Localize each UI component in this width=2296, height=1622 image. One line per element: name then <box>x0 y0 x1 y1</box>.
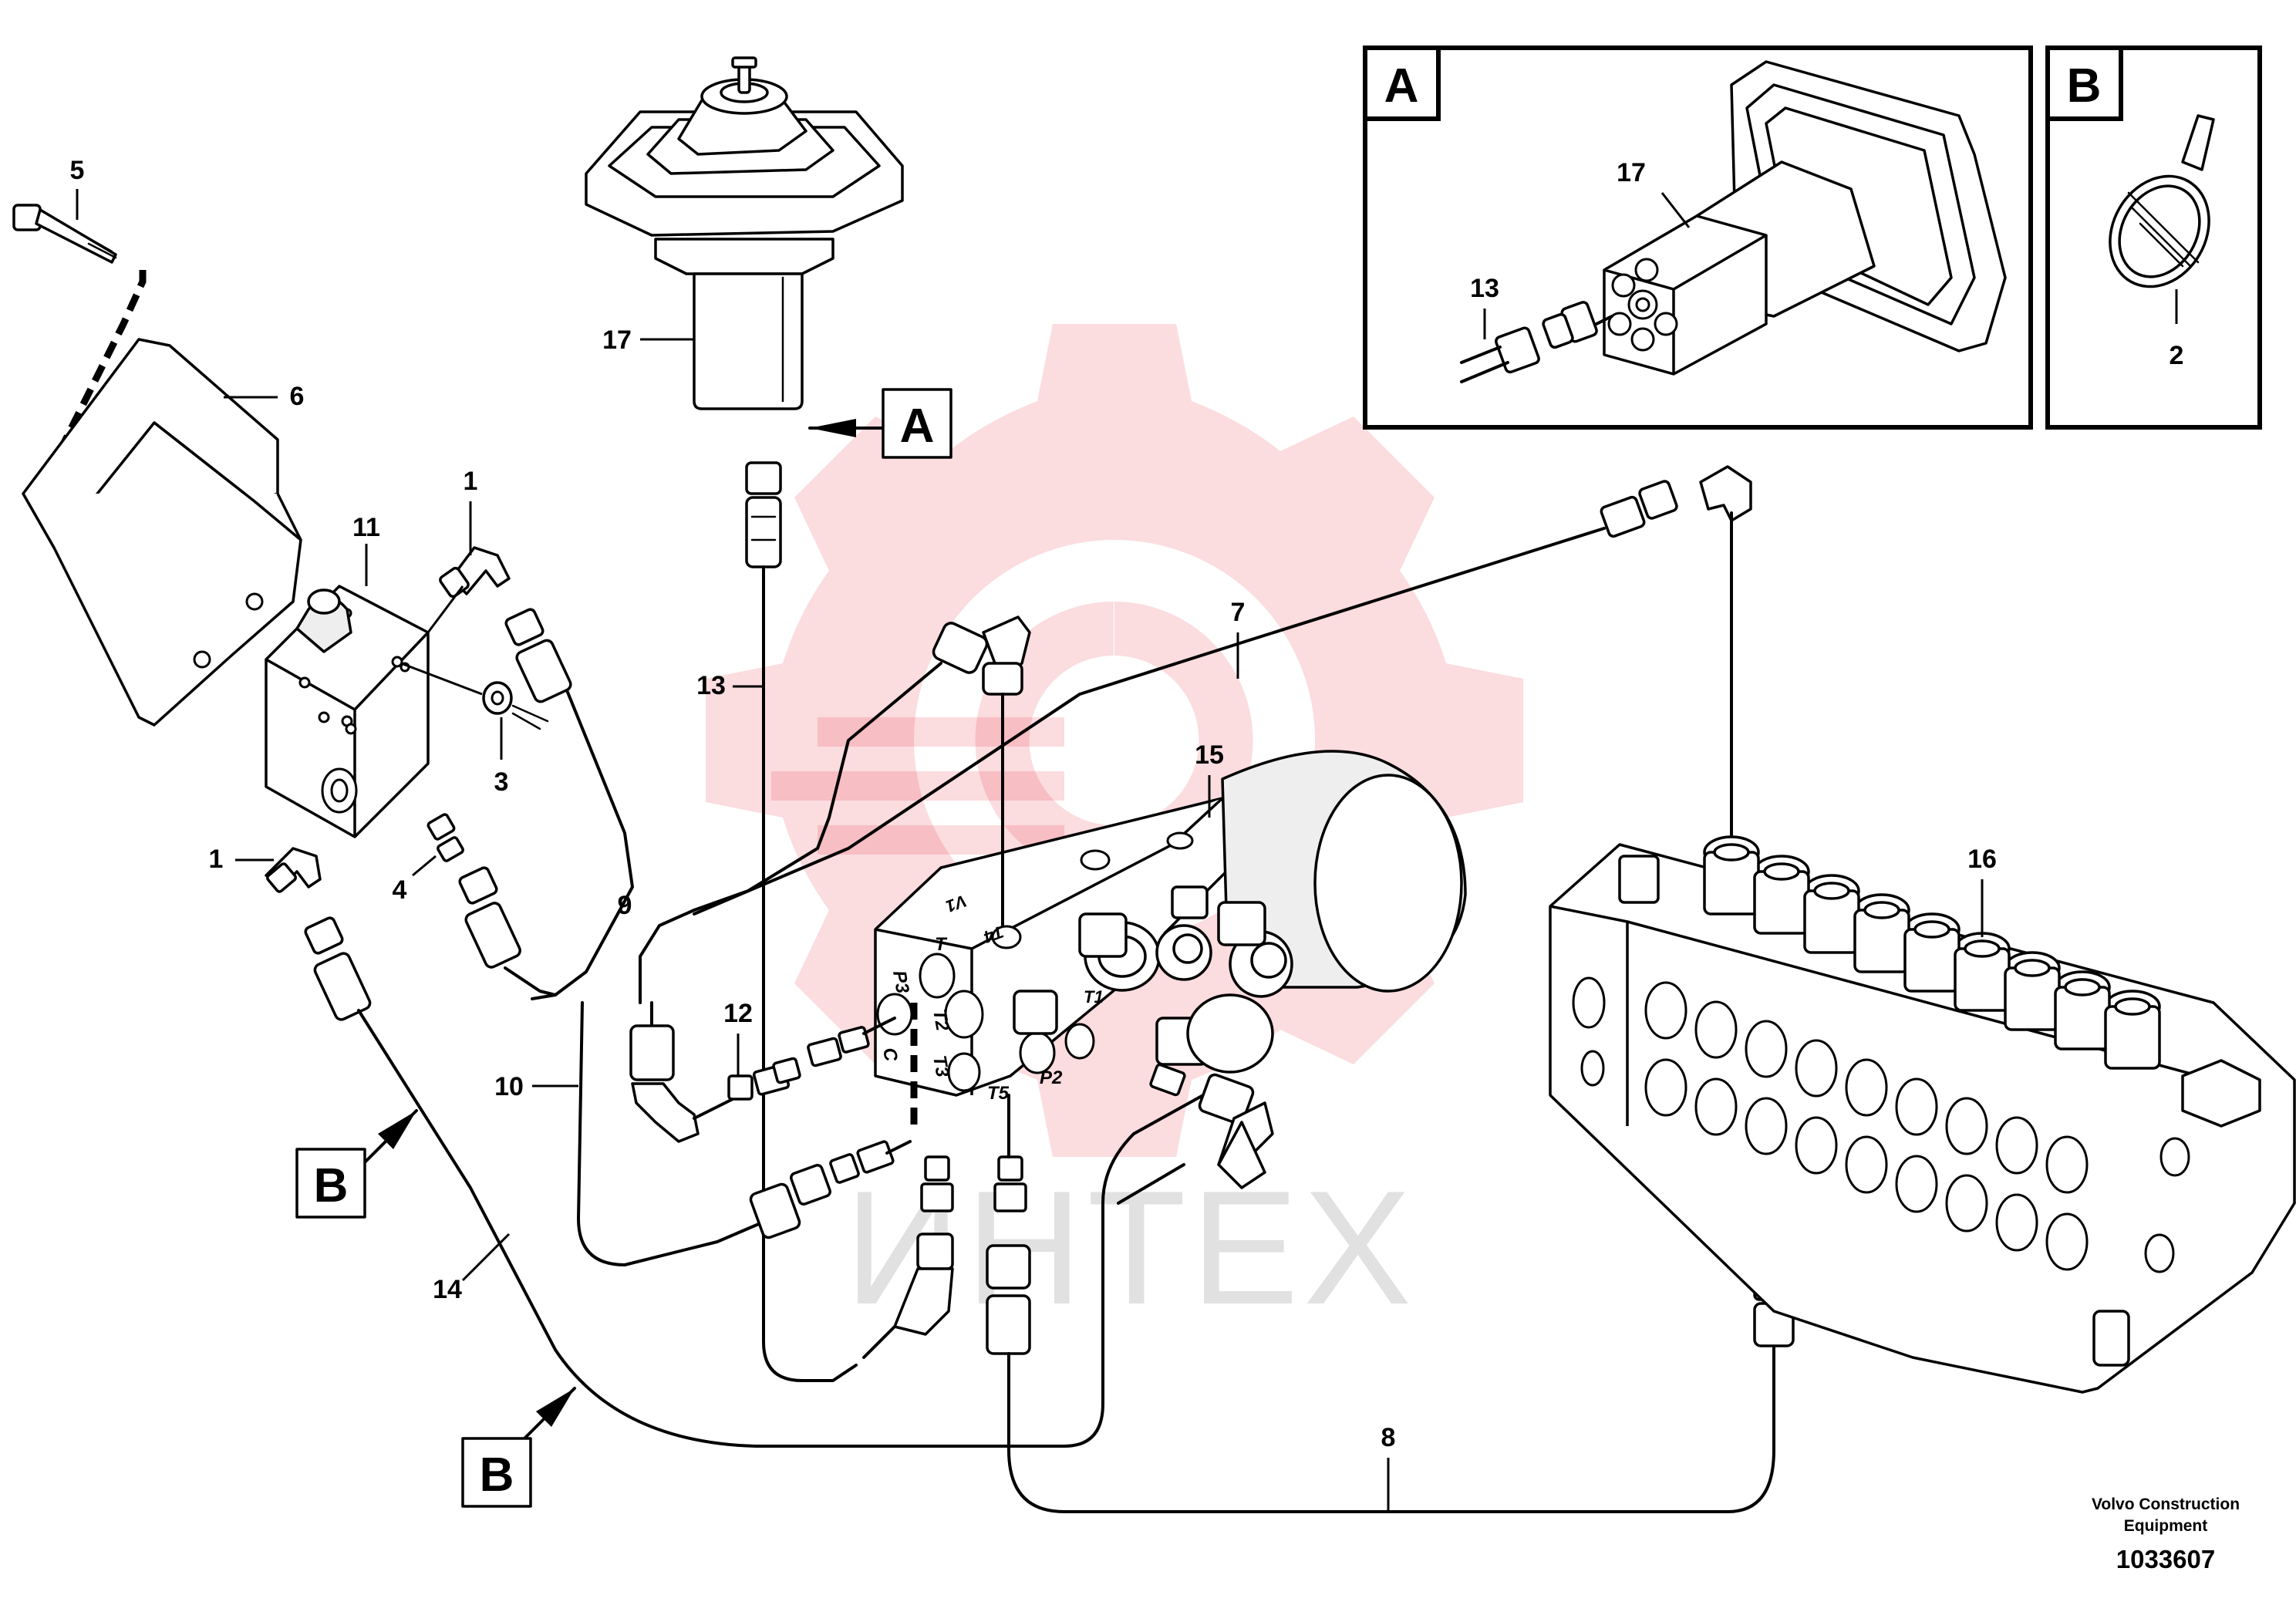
callout-16: 16 <box>1967 845 1997 874</box>
inset-b-label-2: 2 <box>2170 341 2184 370</box>
watermark-gear <box>706 324 1523 1157</box>
port-t: T <box>935 934 948 955</box>
callout-5: 5 <box>70 156 85 185</box>
inset-a: A 17 13 <box>1363 46 2033 430</box>
fitting-3 <box>482 681 513 715</box>
lower-fittings <box>862 1094 1031 1359</box>
bolt-path-dashed <box>24 270 147 496</box>
port-t2: T2 <box>929 1007 953 1033</box>
callout-1-upper: 1 <box>464 467 478 496</box>
inset-b: B 2 <box>2045 46 2262 430</box>
callout-11: 11 <box>352 513 380 542</box>
part-5-bolt <box>12 204 117 264</box>
callout-12: 12 <box>723 999 753 1028</box>
hose-upper-right-of-block <box>504 608 634 1000</box>
svg-text:B: B <box>2067 59 2102 113</box>
callout-1-lower: 1 <box>209 845 224 874</box>
port-c: C <box>878 1046 902 1063</box>
callout-9: 9 <box>618 891 632 920</box>
svg-text:B: B <box>480 1448 514 1502</box>
elbow-right-main <box>1117 1063 1274 1205</box>
svg-text:A: A <box>1384 59 1419 113</box>
hose-13 <box>745 461 858 1382</box>
fitting-4 <box>426 813 464 862</box>
fitting-1-lower <box>265 847 322 893</box>
port-labels: P3 T C T2 T3 T5 P2 T4 V1 T1 <box>878 891 1104 1104</box>
footer-line1: Volvo Construction <box>2092 1496 2240 1513</box>
footer: Volvo Construction Equipment 1033607 <box>2092 1496 2240 1573</box>
hose-10 <box>577 1001 912 1266</box>
callout-13: 13 <box>696 671 726 700</box>
part-11-valve-block <box>265 585 430 838</box>
fitting-1-upper <box>439 546 511 599</box>
fitting-3-leader <box>511 704 549 730</box>
port-p3: P3 <box>888 969 913 995</box>
hose-9 <box>629 1001 700 1143</box>
port-t5: T5 <box>987 1083 1010 1104</box>
port-p2: P2 <box>1040 1067 1063 1088</box>
part-6-bracket <box>22 338 302 727</box>
callout-15: 15 <box>1195 740 1224 770</box>
callout-17: 17 <box>602 325 632 355</box>
inset-a-label-13: 13 <box>1470 274 1499 303</box>
part-15-main-valve-block <box>874 750 1467 1097</box>
part-17-joystick <box>585 56 904 410</box>
callout-4: 4 <box>393 875 407 905</box>
callout-6: 6 <box>290 382 305 411</box>
view-pointer-b-2: B <box>461 1387 576 1508</box>
callout-7: 7 <box>1231 598 1246 627</box>
callout-3: 3 <box>494 767 509 797</box>
hose-from-fitting-4 <box>458 866 557 996</box>
footer-line2: Equipment <box>2124 1517 2208 1535</box>
port-t3: T3 <box>929 1054 953 1079</box>
view-pointer-a: A <box>808 388 952 459</box>
hose-7 <box>693 465 1752 916</box>
callout-8: 8 <box>1381 1423 1396 1452</box>
footer-drawing-number: 1033607 <box>2116 1545 2215 1573</box>
port-t1: T1 <box>1084 987 1104 1007</box>
view-pointer-b-1: B <box>295 1109 418 1219</box>
callouts: 5 6 11 1 3 4 1 17 13 7 15 9 12 10 14 8 <box>70 156 1997 1512</box>
callout-10: 10 <box>494 1072 524 1101</box>
elbow-upper-main <box>639 615 1031 1004</box>
hose-14 <box>304 916 1205 1448</box>
svg-text:B: B <box>314 1159 349 1212</box>
callout-14: 14 <box>433 1275 462 1304</box>
part-16-control-valve-bank <box>1549 835 2296 1394</box>
inset-a-label-17: 17 <box>1617 158 1646 187</box>
fitting-12 <box>693 1017 896 1120</box>
svg-text:A: A <box>900 400 935 453</box>
